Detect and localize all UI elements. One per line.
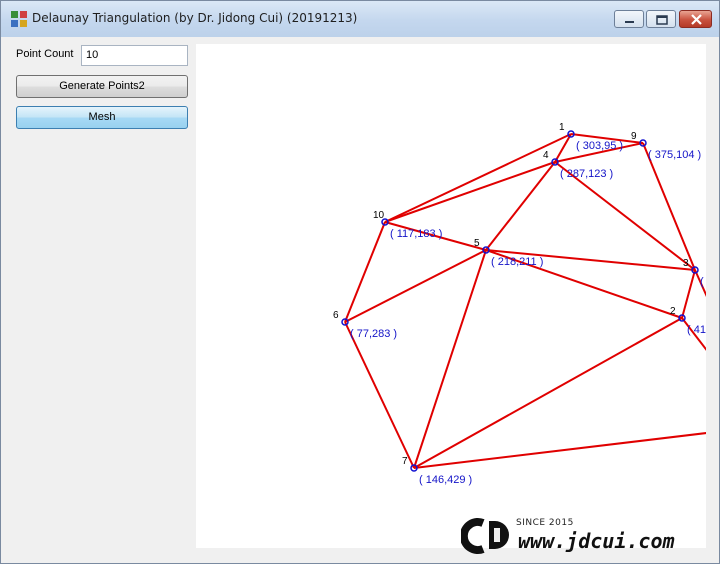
vertex-id-label: 5 (474, 238, 480, 249)
vertex-coord-label: ( 303,95 ) (576, 140, 623, 152)
vertex-id-label: 1 (559, 122, 565, 133)
vertex-id-label: 10 (373, 210, 385, 221)
mesh-edge-5-2 (485, 249, 683, 319)
mesh-edge-10-6 (344, 221, 386, 323)
vertex-id-label: 9 (631, 131, 637, 142)
vertex-id-label: 2 (670, 306, 676, 317)
mesh-edge-5-3 (485, 249, 696, 271)
mesh-drawing: 1 ( 303,95 ) 2 ( 414,279 ) 3 ( 427,231 ) 4 ( 28… (333, 122, 706, 486)
mesh-canvas[interactable]: 1 ( 303,95 ) 2 ( 414,279 ) 3 ( 427,231 ) 4 ( 28… (196, 44, 706, 548)
mesh-button[interactable]: Mesh (16, 106, 188, 129)
vertex-7[interactable] (410, 464, 418, 472)
logo-since-text: SINCE 2015 (516, 518, 574, 528)
generate-points-button[interactable]: Generate Points2 (16, 75, 188, 98)
minimize-icon (625, 21, 634, 23)
mesh-edge-4-5 (485, 161, 556, 251)
mesh-edge-4-10 (384, 161, 556, 223)
restore-icon (656, 15, 668, 25)
vertex-coord-label: ( 375,104 ) (648, 149, 701, 161)
vertex-5[interactable] (482, 246, 490, 254)
point-count-input[interactable]: 10 (81, 45, 188, 66)
mesh-edge-3-2 (681, 269, 696, 319)
vertex-coord-label: ( 414,279 ) (687, 324, 706, 336)
mesh-edge-2-8 (681, 317, 706, 351)
mesh-edge-4-3 (554, 161, 696, 271)
vertex-coord-label: ( 218,211 ) (491, 256, 543, 268)
vertex-coord-label: ( 427,231 ) (700, 276, 706, 288)
mesh-edge-1-9 (570, 133, 644, 144)
mesh-edge-9-3 (642, 142, 696, 271)
vertex-6[interactable] (341, 318, 349, 326)
minimize-button[interactable] (614, 10, 644, 28)
title-bar[interactable]: Delaunay Triangulation (by Dr. Jidong Cu… (1, 1, 719, 37)
vertex-coord-label: ( 146,429 ) (419, 474, 472, 486)
close-button[interactable] (679, 10, 712, 28)
vertex-id-label: 4 (543, 150, 549, 161)
vertex-1[interactable] (567, 130, 575, 138)
mesh-edge-10-5 (384, 221, 487, 251)
vertex-9[interactable] (639, 139, 647, 147)
mesh-edge-1-4 (554, 133, 572, 163)
vertex-id-label: 6 (333, 310, 339, 321)
logo-cd-icon (461, 518, 509, 554)
vertex-id-label: 7 (402, 456, 408, 467)
vertex-coord-label: ( 77,283 ) (350, 328, 397, 340)
point-count-label: Point Count (16, 48, 74, 60)
vertex-id-label: 3 (683, 258, 689, 269)
app-icon (11, 11, 27, 27)
mesh-edge-6-7 (344, 321, 415, 469)
mesh-edge-9-4 (554, 142, 644, 163)
vertex-2[interactable] (678, 314, 686, 322)
window-title: Delaunay Triangulation (by Dr. Jidong Cu… (32, 11, 358, 25)
close-icon (691, 14, 702, 25)
maximize-button[interactable] (646, 10, 676, 28)
vertex-coord-label: ( 287,123 ) (560, 168, 613, 180)
logo-url-text: www.jdcui.com (518, 529, 675, 553)
vertex-4[interactable] (551, 158, 559, 166)
mesh-edge-7-8 (413, 432, 706, 469)
vertex-coord-label: ( 117,183 ) (390, 228, 442, 240)
vertex-10[interactable] (381, 218, 389, 226)
vertex-3[interactable] (691, 266, 699, 274)
mesh-edge-2-7 (413, 317, 683, 469)
control-panel: Point Count 10 Generate Points2 Mesh (1, 37, 196, 563)
mesh-edge-5-6 (344, 249, 487, 323)
mesh-edge-1-10 (384, 133, 572, 223)
mesh-edge-5-7 (413, 249, 487, 469)
